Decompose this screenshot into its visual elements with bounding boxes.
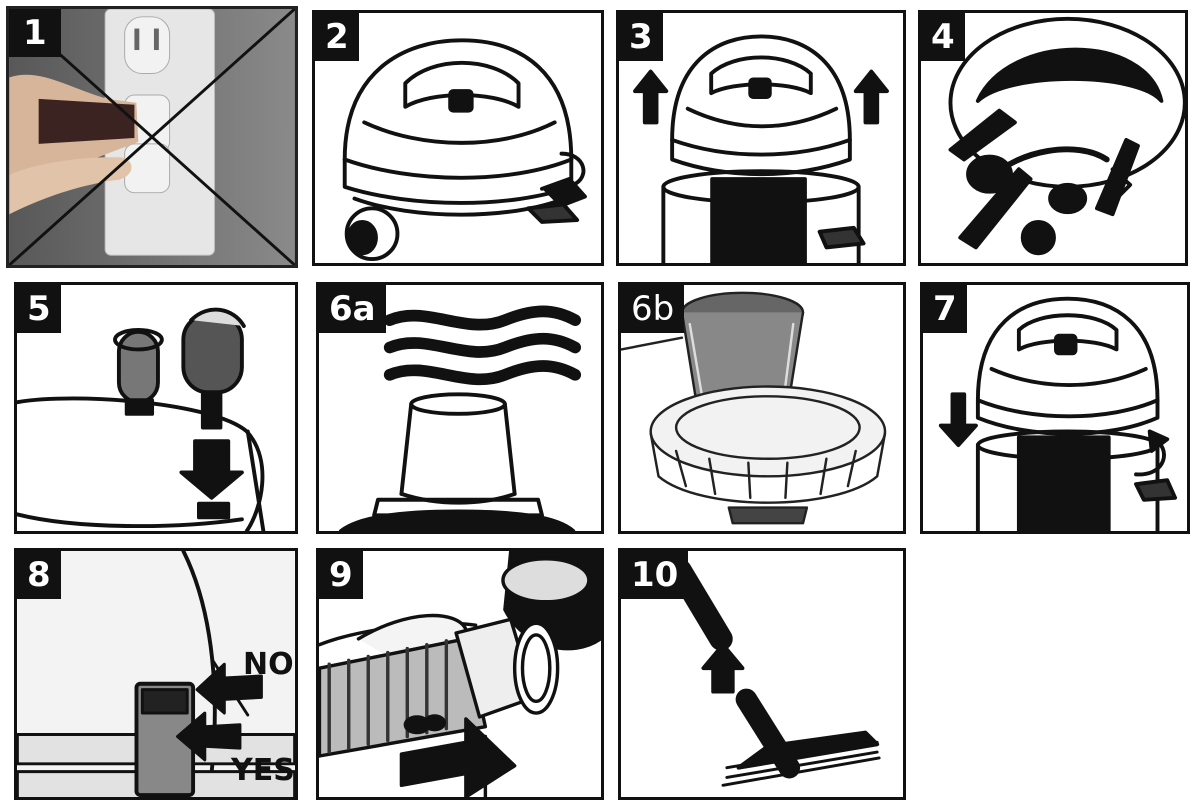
step-9-panel: 9 xyxy=(316,548,604,800)
step-number-badge: 2 xyxy=(315,13,359,61)
step-number-badge: 8 xyxy=(17,551,61,599)
step-7-panel: 7 xyxy=(920,282,1190,534)
step-4-panel: 4 xyxy=(918,10,1188,266)
step-number-badge: 7 xyxy=(923,285,967,333)
step-number-badge: 6a xyxy=(319,285,386,333)
step-6b-panel: 6b xyxy=(618,282,906,534)
step-2-panel: 2 xyxy=(312,10,604,266)
step-10-panel: 10 xyxy=(618,548,906,800)
yes-label: YES xyxy=(231,753,295,788)
step-number-badge: 9 xyxy=(319,551,363,599)
step-8-panel: 8 NO YES xyxy=(14,548,298,800)
step-number-badge: 5 xyxy=(17,285,61,333)
step-3-panel: 3 xyxy=(616,10,906,266)
step-number-badge: 1 xyxy=(9,9,61,57)
step-6a-panel: 6a xyxy=(316,282,604,534)
no-label: NO xyxy=(243,647,294,682)
step-1-panel: 1 xyxy=(6,6,298,268)
step-number-badge: 10 xyxy=(621,551,688,599)
step-number-badge: 3 xyxy=(619,13,663,61)
step-number-badge: 4 xyxy=(921,13,965,61)
step-5-panel: 5 xyxy=(14,282,298,534)
step-number-badge: 6b xyxy=(621,285,684,333)
